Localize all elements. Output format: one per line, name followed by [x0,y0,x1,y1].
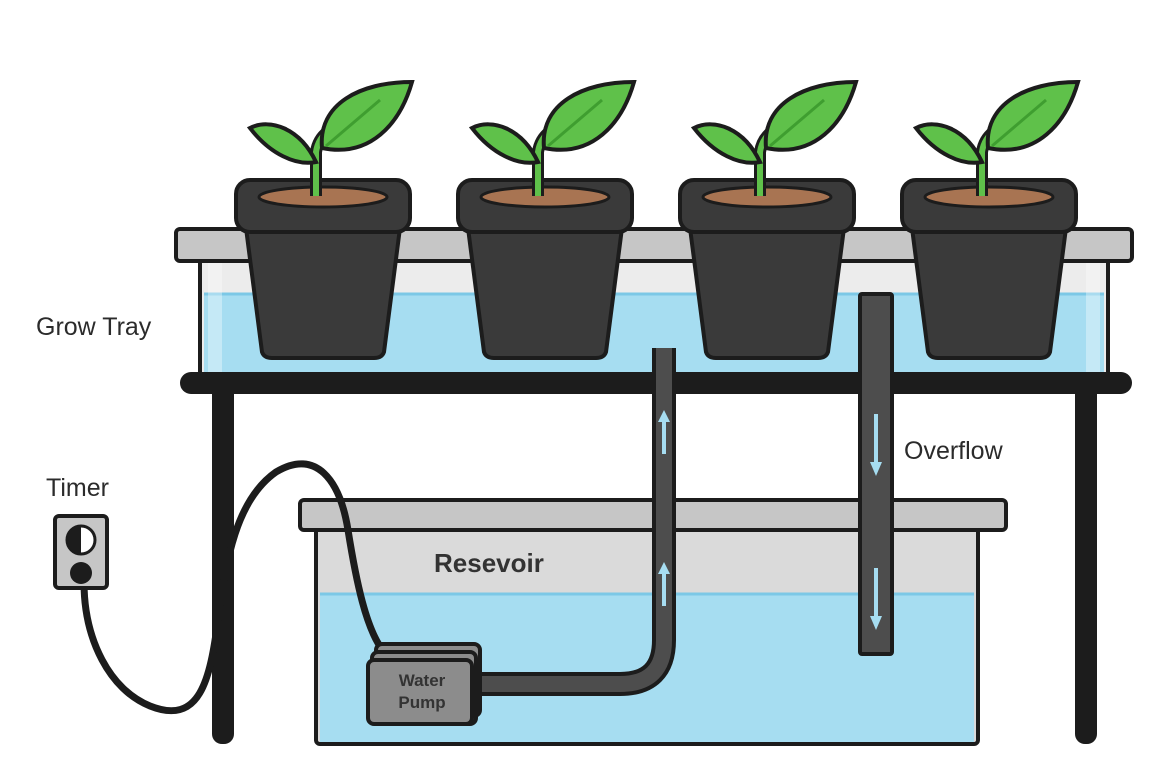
supply-arrow-lower [658,562,670,606]
soil-4 [923,185,1055,209]
overflow-arrow-lower [870,568,882,630]
seedling-2 [468,79,637,196]
stand-leg-right [1075,384,1097,744]
supply-arrow-upper [658,410,670,454]
soil-2 [479,185,611,209]
leaf-left-2 [468,122,541,165]
timer-label: Timer [46,474,109,502]
timer-plug-icon [70,562,92,584]
leaf-left-4 [912,122,985,165]
pot-2 [456,178,634,360]
timer [53,514,109,590]
pot-3 [678,178,856,360]
water-pump: Water Pump [366,642,482,726]
soil-3 [701,185,833,209]
overflow-arrow-upper [870,414,882,476]
plant-3 [678,79,859,360]
pipes [474,292,894,696]
grow-tray-rim [174,227,1134,263]
leaf-right-3 [763,79,859,152]
grow-tray-label: Grow Tray [36,313,152,341]
pump-label-line2: Pump [398,693,445,712]
overflow-label: Overflow [904,437,1004,465]
plant-1 [234,79,415,360]
reservoir-label: Resevoir [434,548,544,578]
water-pump-body [366,658,474,726]
leaf-right-1 [319,79,415,152]
stand-leg-left [212,384,234,744]
plant-4 [900,79,1081,360]
plant-2 [456,79,637,360]
soil-1 [257,185,389,209]
pot-1 [234,178,412,360]
seedling-3 [690,79,859,196]
leaf-left-3 [690,122,763,165]
seedling-4 [912,79,1081,196]
pot-4 [900,178,1078,360]
leaf-right-4 [985,79,1081,152]
seedling-1 [246,79,415,196]
power-cable [80,460,388,715]
pump-label-line1: Water [399,671,446,690]
leaf-left-1 [246,122,319,165]
leaf-right-2 [541,79,637,152]
